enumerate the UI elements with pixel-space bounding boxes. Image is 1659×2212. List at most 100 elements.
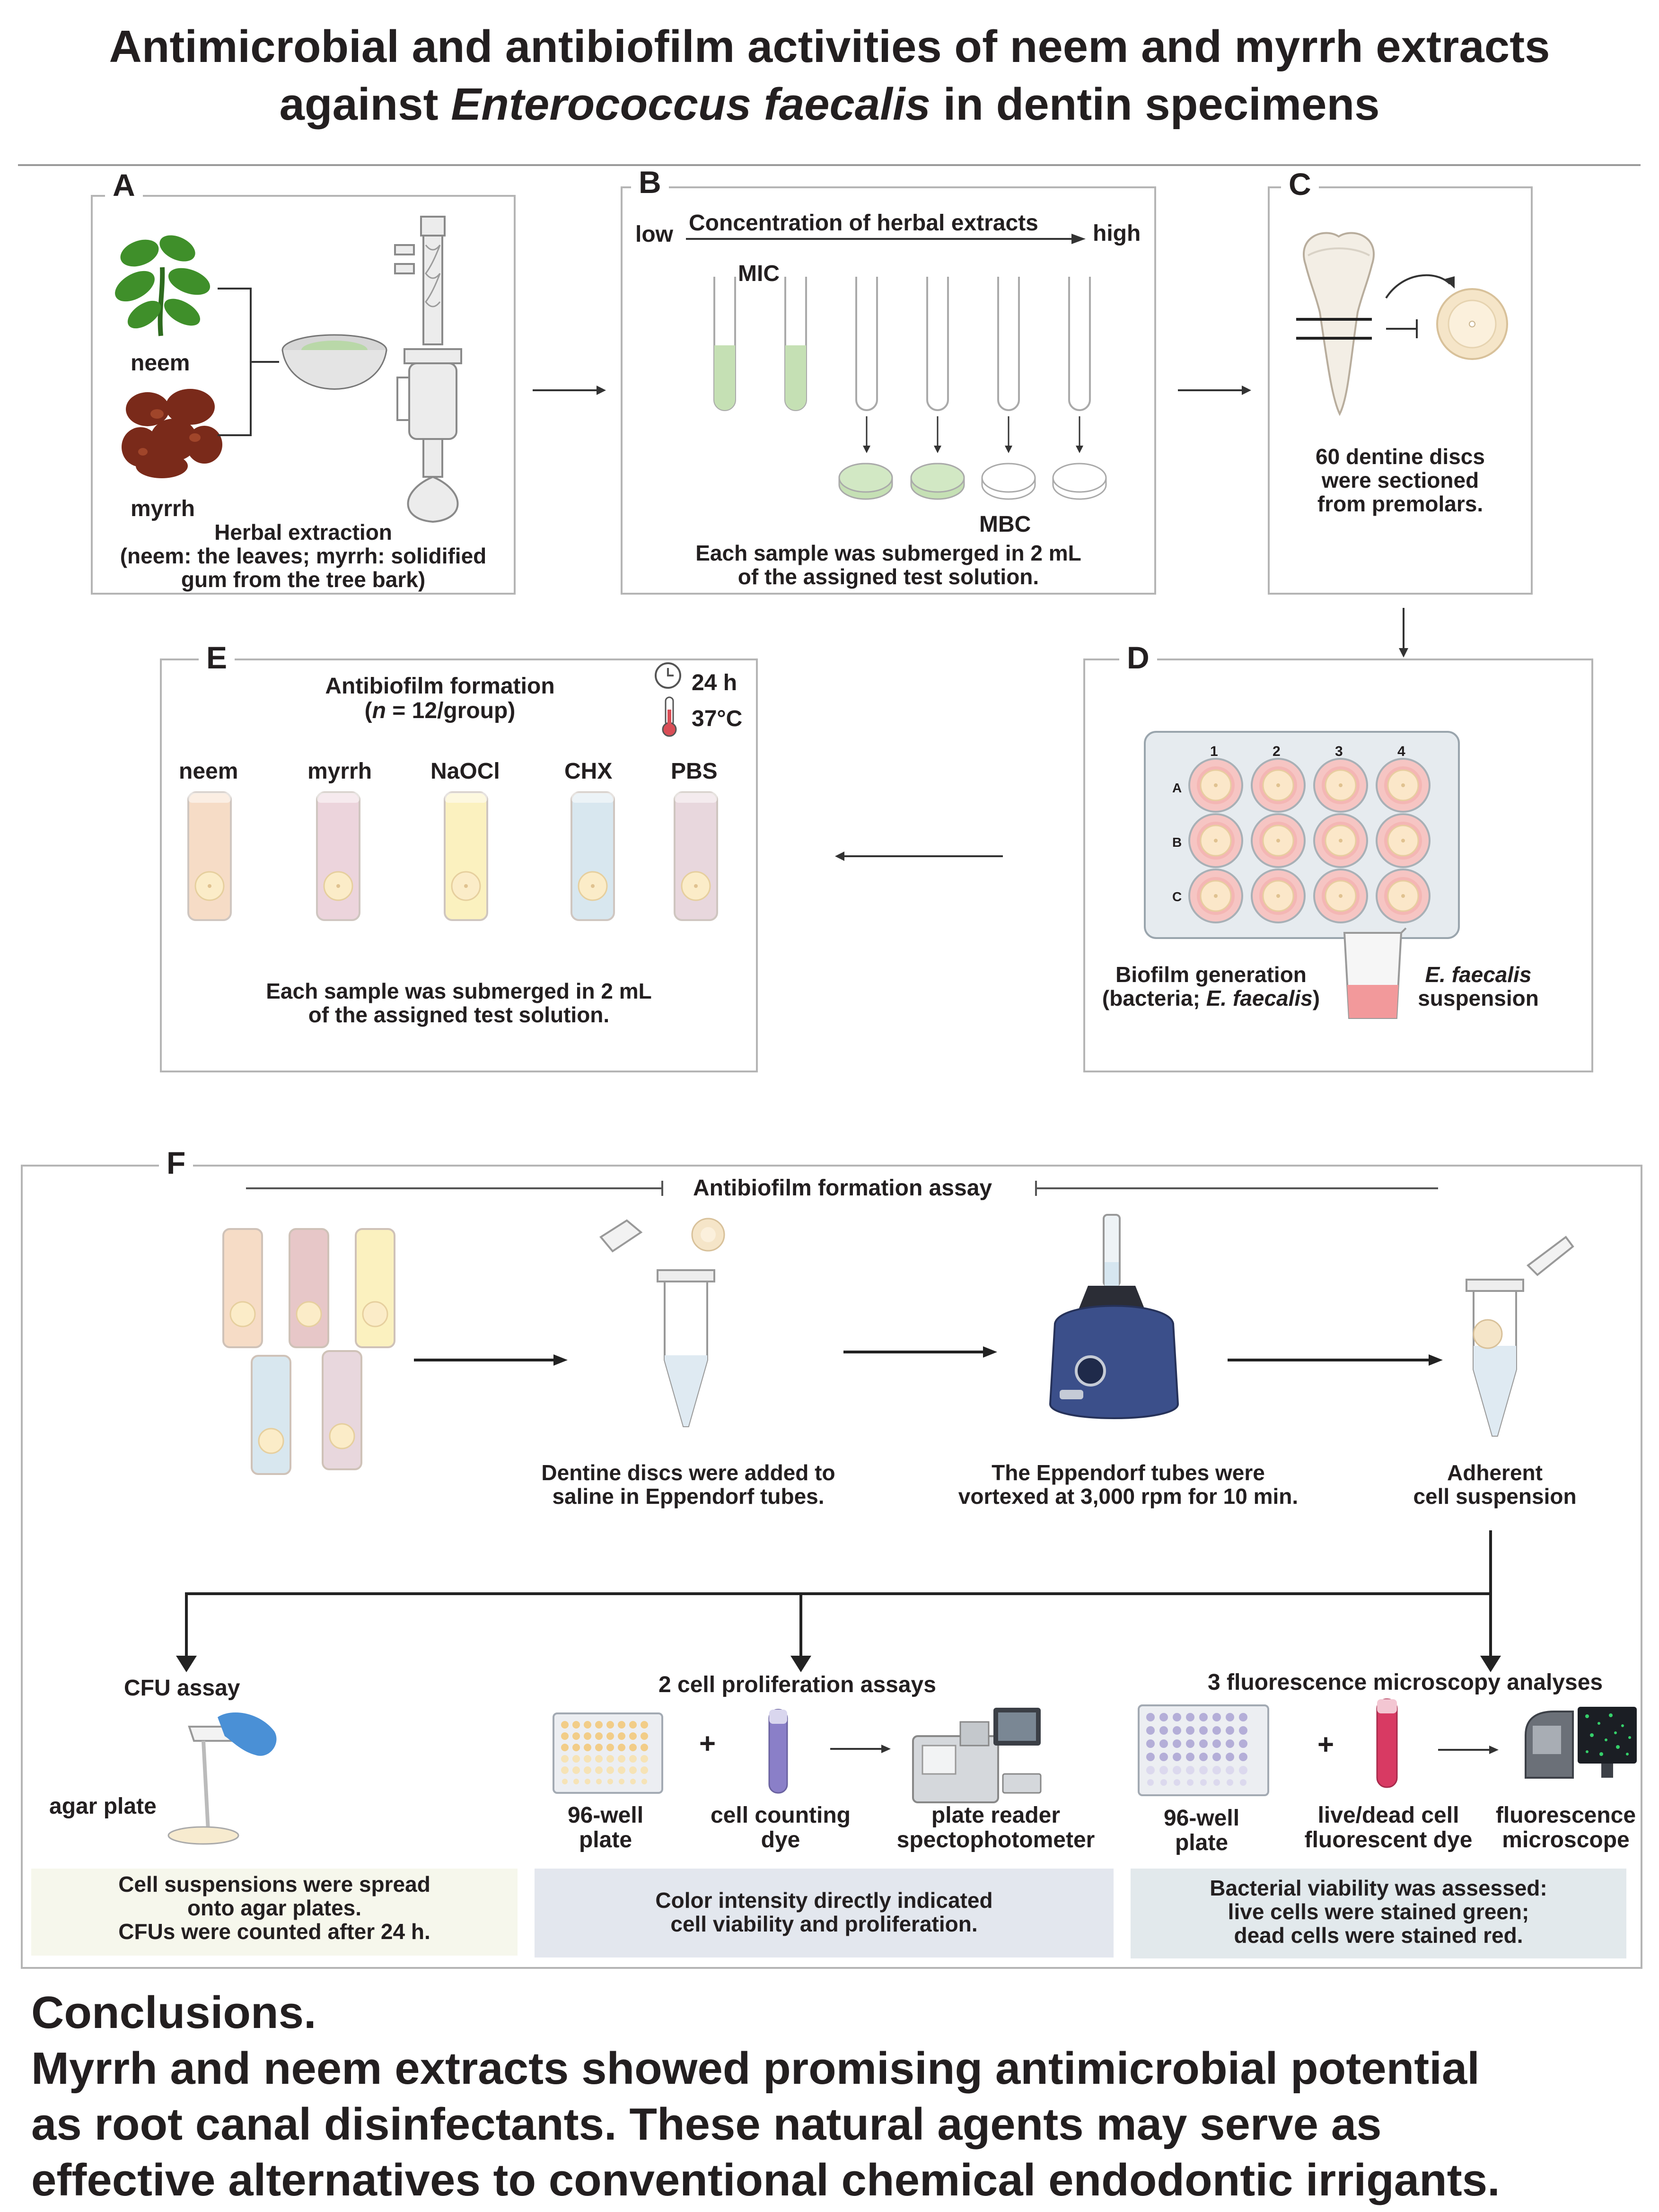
label-line: plate	[1175, 1830, 1229, 1855]
panel-b-label: B	[631, 167, 669, 198]
branch-arrows	[176, 1530, 1501, 1672]
title-text: in dentin specimens	[930, 79, 1380, 130]
agar-plate-icon	[167, 1826, 239, 1845]
caption-line: Adherent	[1447, 1460, 1543, 1485]
sectioning-lines	[1296, 318, 1418, 340]
label-line: plate	[579, 1827, 632, 1852]
soxhlet-extractor-icon	[394, 216, 462, 523]
panel-f-label: F	[159, 1147, 193, 1178]
plate-col-4: 4	[1397, 744, 1405, 759]
plate-reader-icon	[912, 1708, 1042, 1803]
note-line: cell viability and proliferation.	[670, 1912, 978, 1936]
arrow-prolif	[830, 1745, 891, 1753]
assay-title: Antibiofilm formation assay	[693, 1176, 992, 1201]
incubation-temp: 37°C	[692, 706, 743, 731]
caption-line: Biofilm generation	[1115, 962, 1307, 987]
caption-line: gum from the tree bark)	[181, 567, 426, 592]
panel-e-label: E	[199, 642, 235, 673]
arrow-f-3	[1228, 1354, 1443, 1366]
caption-line: suspension	[1418, 986, 1539, 1010]
bracket-connector	[218, 288, 279, 436]
caption-text: )	[1312, 986, 1320, 1010]
live-dead-dye-tube-icon	[1376, 1698, 1398, 1788]
treated-tubes-group	[222, 1228, 395, 1475]
group-myrrh: myrrh	[307, 759, 372, 784]
note-line: dead cells were stained red.	[1234, 1923, 1523, 1948]
prolif-reader-label: plate reader spectophotometer	[885, 1803, 1107, 1852]
mic-label: MIC	[738, 261, 780, 286]
label-line: fluorescence	[1495, 1803, 1636, 1828]
premolar-tooth-icon	[1303, 232, 1375, 416]
suspension-beaker-icon	[1343, 927, 1407, 1019]
step-2-caption: The Eppendorf tubes were vortexed at 3,0…	[911, 1461, 1346, 1508]
arrow-d-to-e	[835, 851, 1003, 861]
prolif-plate-label: 96-well plate	[539, 1803, 672, 1852]
caption-line: from premolars.	[1317, 492, 1483, 516]
group-size: (n = 12/group)	[284, 699, 596, 723]
n-symbol: n	[372, 698, 386, 723]
panel-c-caption: 60 dentine discs were sectioned from pre…	[1270, 445, 1531, 516]
label-line: 96-well	[1163, 1806, 1240, 1831]
page-title: Antimicrobial and antibiofilm activities…	[0, 18, 1659, 133]
note-line: Color intensity directly indicated	[655, 1888, 993, 1913]
eppendorf-suspension-icon	[1466, 1236, 1574, 1437]
title-line-2: against Enterococcus faecalis in dentin …	[0, 76, 1659, 133]
fluor-title: 3 fluorescence microscopy analyses	[1208, 1670, 1603, 1695]
panel-b-caption: Each sample was submerged in 2 mL of the…	[623, 541, 1154, 588]
test-tube-6	[1068, 277, 1091, 411]
test-tube-row	[713, 277, 1091, 411]
fluor-plate-label: 96-well plate	[1135, 1806, 1268, 1855]
test-tube-3	[855, 277, 878, 411]
step-3-caption: Adherent cell suspension	[1381, 1461, 1608, 1508]
fluor-dye-label: live/dead cell fluorescent dye	[1296, 1803, 1481, 1852]
panel-b	[621, 186, 1156, 595]
mbc-label: MBC	[979, 512, 1031, 537]
label-line: 96-well	[567, 1803, 644, 1828]
cfu-note: Cell suspensions were spread onto agar p…	[31, 1869, 518, 1956]
caption-text: (bacteria;	[1102, 986, 1206, 1010]
conclusions-line-3: effective alternatives to conventional c…	[31, 2155, 1500, 2205]
note-line: live cells were stained green;	[1228, 1899, 1529, 1924]
panel-a-label: A	[105, 169, 143, 201]
dentine-disc-icon	[1436, 288, 1508, 360]
petri-dish-row	[838, 463, 1107, 500]
caption-line: were sectioned	[1321, 468, 1479, 492]
arrow-b-to-c	[1178, 386, 1251, 395]
label-line: dye	[761, 1827, 800, 1852]
plate-row-c: C	[1172, 889, 1182, 904]
curved-arrow	[1385, 274, 1455, 299]
caption-line: Herbal extraction	[214, 520, 392, 544]
panel-d-label: D	[1119, 642, 1157, 673]
caption-line: cell suspension	[1413, 1484, 1577, 1509]
title-text: against	[279, 79, 451, 130]
prolif-plus: +	[699, 1728, 716, 1759]
group-tubes	[187, 791, 718, 921]
caption-line: saline in Eppendorf tubes.	[552, 1484, 825, 1509]
label-line: plate reader	[931, 1803, 1061, 1828]
prolif-title: 2 cell proliferation assays	[658, 1672, 936, 1697]
note-line: Bacterial viability was assessed:	[1210, 1876, 1547, 1900]
fluor-plus: +	[1317, 1729, 1334, 1760]
clock-icon	[655, 662, 681, 689]
caption-line: E. faecalis	[1405, 963, 1552, 986]
fluor-plate-wells	[1146, 1713, 1247, 1786]
title-species: Enterococcus faecalis	[451, 79, 931, 130]
arrow-c-to-d	[1399, 608, 1408, 658]
conclusions-heading: Conclusions.	[31, 1987, 316, 2038]
test-tube-1	[713, 277, 736, 411]
panel-c-label: C	[1281, 168, 1319, 200]
arrow-f-2	[843, 1346, 997, 1358]
neem-leaves-icon	[115, 235, 211, 336]
myrrh-label: myrrh	[131, 496, 195, 521]
test-tube-5	[997, 277, 1020, 411]
label-line: live/dead cell	[1317, 1803, 1459, 1828]
caption-line: (neem: the leaves; myrrh: solidified	[120, 544, 487, 568]
prolif-dye-label: cell counting dye	[700, 1803, 861, 1852]
antibiofilm-heading: Antibiofilm formation (n = 12/group)	[284, 674, 596, 723]
label-line: spectophotometer	[896, 1827, 1095, 1852]
caption-line: (bacteria; E. faecalis)	[1088, 986, 1334, 1010]
arrow-f-1	[414, 1354, 568, 1366]
cfu-title: CFU assay	[124, 1676, 240, 1701]
n-text: (	[364, 698, 372, 723]
incubation-time: 24 h	[692, 670, 737, 695]
